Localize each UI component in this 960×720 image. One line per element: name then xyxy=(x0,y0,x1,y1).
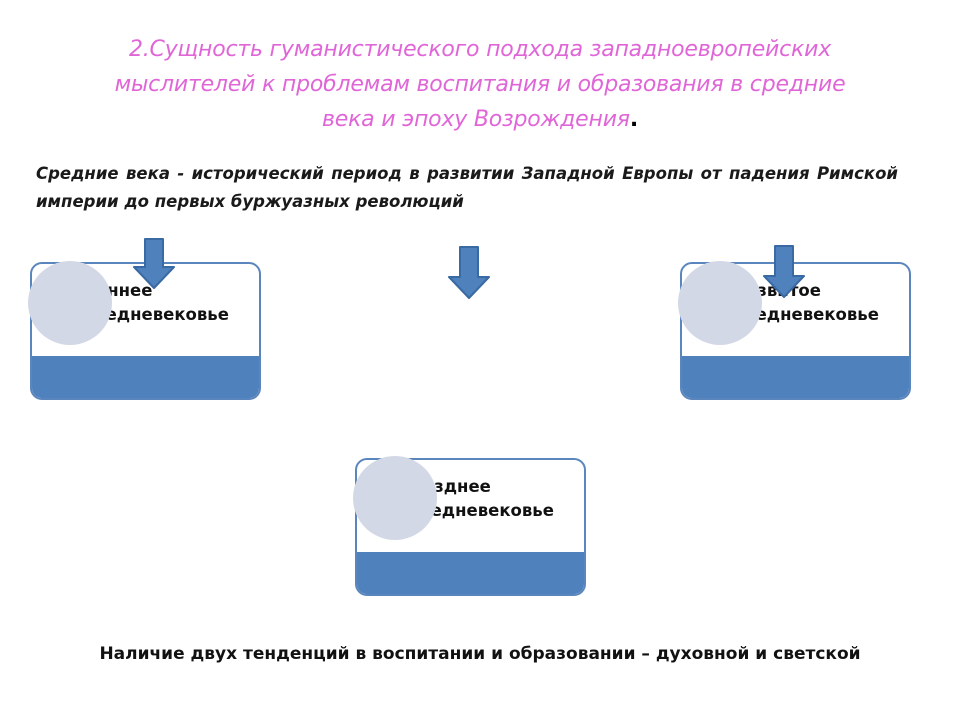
arrow-down-icon-left xyxy=(133,238,175,289)
title-line-3: века и эпоху Возрождения. xyxy=(20,102,940,137)
arrow-down-icon-right xyxy=(763,245,805,298)
period-band-early xyxy=(32,356,259,398)
title-line-1: 2.Сущность гуманистического подхода запа… xyxy=(128,37,832,62)
period-circle-early xyxy=(28,261,112,345)
arrow-down-icon-center xyxy=(448,246,490,299)
period-band-late xyxy=(357,552,584,594)
intro-text: Средние века - исторический период в раз… xyxy=(36,164,898,211)
period-circle-late xyxy=(353,456,437,540)
slide-title: 2.Сущность гуманистического подхода запа… xyxy=(20,32,940,138)
title-end-mark: . xyxy=(629,107,639,133)
title-line-2: мыслителей к проблемам воспитания и обра… xyxy=(114,72,846,98)
title-line-3-text: века и эпоху Возрождения xyxy=(321,107,630,133)
period-band-developed xyxy=(682,356,909,398)
period-circle-developed xyxy=(678,261,762,345)
bottom-text: Наличие двух тенденций в воспитании и об… xyxy=(99,644,861,664)
